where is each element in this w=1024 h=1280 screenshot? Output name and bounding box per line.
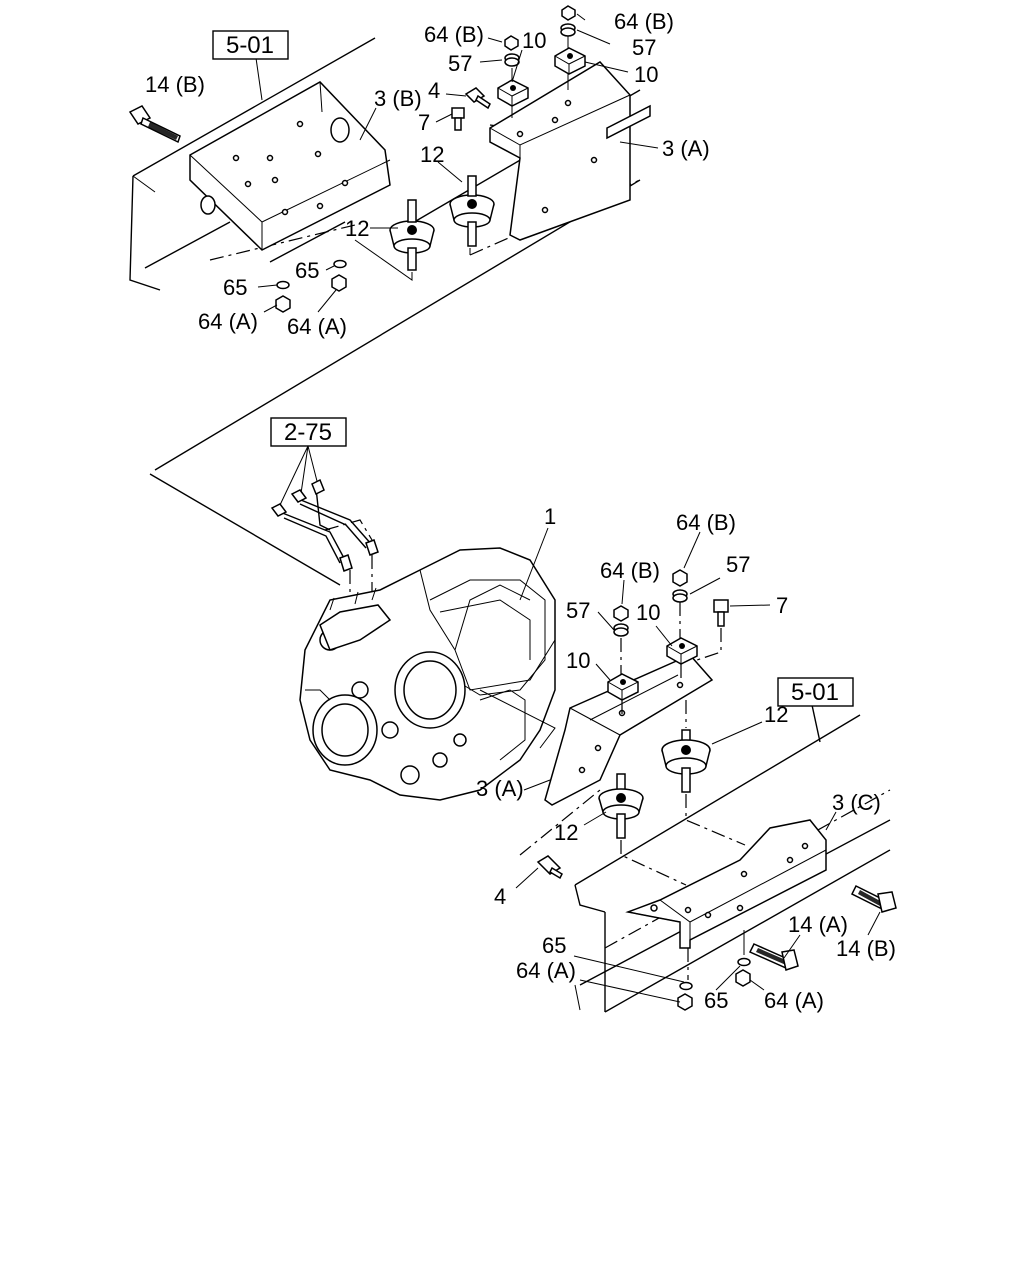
washer-65-left-top (276, 280, 290, 290)
nut-64b-left-top (504, 35, 519, 51)
label-10-left-top: 10 (522, 28, 546, 53)
oil-pipe-set (270, 478, 379, 610)
nut-64a-right-top (331, 274, 347, 292)
washer-57-right-bottom (672, 589, 688, 603)
bolt-4-top (464, 87, 491, 110)
bolt-7-bottom (696, 599, 729, 661)
nut-64a-left-top (275, 295, 291, 313)
mount-12-lower-top (389, 199, 435, 271)
label-10-right-bottom: 10 (636, 600, 660, 625)
label-57-left-top: 57 (448, 51, 472, 76)
label-64b-upper-bottom: 64 (B) (676, 510, 736, 535)
label-3a-bottom: 3 (A) (476, 776, 524, 801)
pad-10-right-top (554, 47, 586, 75)
ref-label-5-01-bottom: 5-01 (791, 679, 839, 706)
washer-65-left-bottom (679, 981, 693, 991)
bracket-3a-bottom (479, 654, 714, 806)
label-57-right-bottom: 57 (726, 552, 750, 577)
label-12-lower-top: 12 (345, 216, 369, 241)
oil-lines-assembly: 2-75 (149, 417, 379, 610)
bolt-14b-bottom (850, 884, 897, 913)
washer-65-right-bottom (737, 957, 751, 967)
label-4-bottom: 4 (494, 884, 506, 909)
bracket-3c (625, 819, 827, 980)
label-64b-lower-bottom: 64 (B) (600, 558, 660, 583)
leader-lines-bottom (515, 527, 881, 1003)
label-12-right-bottom: 12 (764, 702, 788, 727)
mount-12-right-bottom (661, 700, 746, 846)
frame-rail-top (129, 37, 376, 291)
ref-box-5-01-bottom: 5-01 (777, 677, 854, 707)
washer-65-right-top (333, 259, 347, 269)
label-7-bottom: 7 (776, 593, 788, 618)
bottom-assembly: 5-01 1 64 (B) 64 (B) 57 57 7 10 10 12 3 … (476, 504, 897, 1013)
mount-12-upper-top (449, 175, 495, 247)
ref-box-2-75: 2-75 (270, 417, 347, 447)
nut-64b-upper-bottom (672, 569, 688, 587)
label-64a-left-top: 64 (A) (198, 309, 258, 334)
pad-10-left-top (497, 79, 529, 107)
labels-top: 14 (B) 3 (B) 64 (B) 57 10 64 (B) 57 10 4… (145, 9, 710, 339)
label-65-right-bottom: 65 (704, 988, 728, 1013)
pad-10-right-bottom (666, 637, 698, 665)
label-4-top: 4 (428, 78, 440, 103)
washer-57-left-top (504, 53, 520, 67)
mount-guide-lines-top (354, 239, 471, 281)
label-64a-left-bottom: 64 (A) (516, 958, 576, 983)
label-3b-top: 3 (B) (374, 86, 422, 111)
label-64b-left-top: 64 (B) (424, 22, 484, 47)
ref-label-5-01-top: 5-01 (226, 32, 274, 59)
label-12-left-bottom: 12 (554, 820, 578, 845)
washer-57-right-top (560, 23, 576, 37)
label-65-left-top: 65 (223, 275, 247, 300)
label-14a-bottom: 14 (A) (788, 912, 848, 937)
ref-label-2-75: 2-75 (284, 419, 332, 446)
bolt-14b-top (128, 105, 181, 144)
ref-box-5-01-top: 5-01 (212, 30, 289, 60)
mount-12-left-bottom (598, 773, 687, 886)
label-57-left-bottom: 57 (566, 598, 590, 623)
bracket-3a-top (489, 61, 651, 241)
label-14b-top: 14 (B) (145, 72, 205, 97)
nut-64a-right-bottom (735, 969, 751, 987)
bracket-3b (189, 81, 391, 251)
label-65-left-bottom: 65 (542, 933, 566, 958)
labels-bottom: 1 64 (B) 64 (B) 57 57 7 10 10 12 3 (A) 1… (476, 504, 896, 1013)
bolt-7-top (451, 107, 465, 131)
washer-57-left-bottom (613, 623, 629, 637)
pad-10-left-bottom (607, 673, 639, 701)
label-14b-bottom: 14 (B) (836, 936, 896, 961)
nut-64b-right-top (561, 5, 576, 21)
label-12-upper-top: 12 (420, 142, 444, 167)
leader-lines-top (255, 13, 659, 313)
label-3c: 3 (C) (832, 790, 881, 815)
label-1: 1 (544, 504, 556, 529)
label-64a-right-top: 64 (A) (287, 314, 347, 339)
label-3a-top: 3 (A) (662, 136, 710, 161)
label-64a-right-bottom: 64 (A) (764, 988, 824, 1013)
label-7-top: 7 (418, 110, 430, 135)
label-10-right-top: 10 (634, 62, 658, 87)
nut-64a-left-bottom (677, 993, 693, 1011)
transmission-1 (299, 547, 556, 801)
label-10-left-bottom: 10 (566, 648, 590, 673)
label-57-right-top: 57 (632, 35, 656, 60)
stack-guide-lines-top (511, 36, 569, 118)
bolt-4-bottom (519, 789, 601, 880)
top-assembly: 5-01 14 (B) 3 (B) 64 (B) 57 10 64 (B) 57… (128, 5, 710, 471)
label-64b-right-top: 64 (B) (614, 9, 674, 34)
nut-64b-lower-bottom (613, 605, 629, 622)
label-65-right-top: 65 (295, 258, 319, 283)
